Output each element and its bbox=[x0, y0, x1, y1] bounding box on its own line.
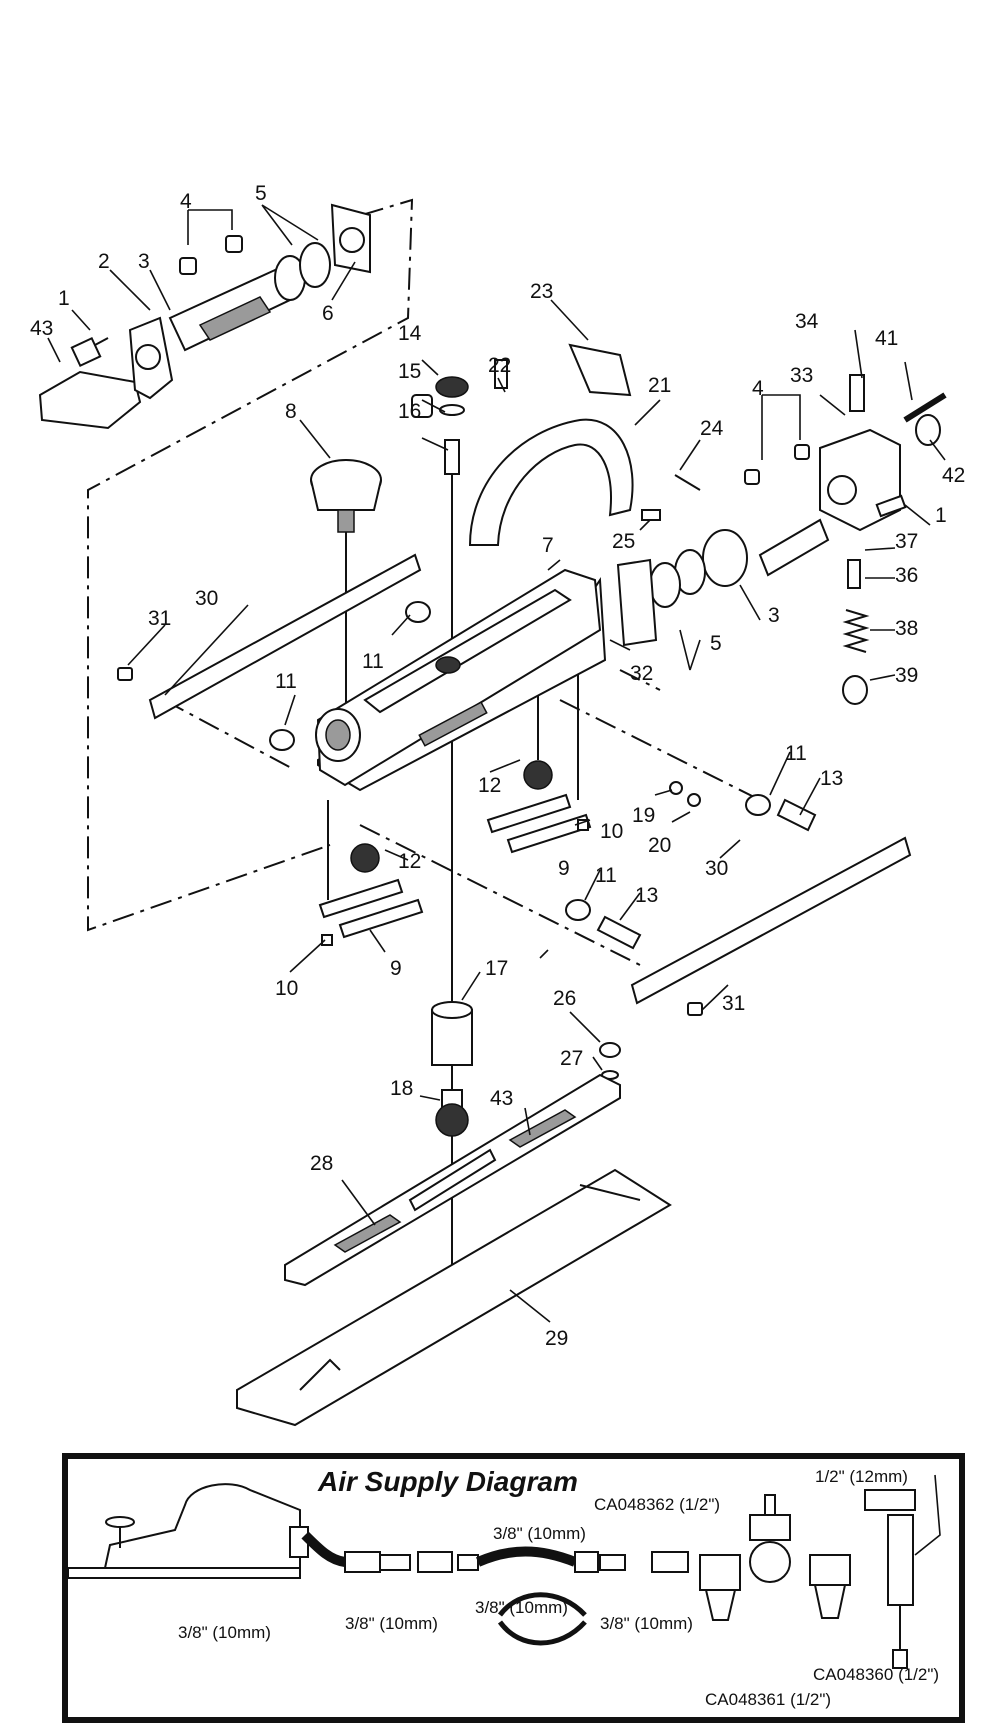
callout-1: 1 bbox=[58, 287, 70, 310]
callout-30b: 30 bbox=[705, 857, 728, 880]
callout-21: 21 bbox=[648, 374, 671, 397]
right-end-assembly bbox=[616, 374, 947, 705]
callout-37: 37 bbox=[895, 530, 918, 553]
callout-9: 9 bbox=[558, 857, 570, 880]
callout-7: 7 bbox=[542, 534, 554, 557]
leader-lines bbox=[47, 204, 946, 1323]
callout-42: 43 bbox=[30, 317, 53, 340]
label-fitting-right: 3/8" (10mm) bbox=[600, 1614, 693, 1633]
callout-43: 43 bbox=[490, 1087, 513, 1110]
callout-12b: 12 bbox=[398, 850, 421, 873]
label-lubricator: CA048360 (1/2") bbox=[813, 1665, 940, 1684]
callout-39: 39 bbox=[895, 664, 918, 687]
callout-3b: 3 bbox=[768, 604, 780, 627]
label-regulator: CA048362 (1/2") bbox=[594, 1495, 721, 1514]
callout-31: 31 bbox=[148, 607, 171, 630]
callout-41: 42 bbox=[942, 464, 965, 487]
label-filter: CA048361 (1/2") bbox=[705, 1690, 832, 1709]
knob-and-pins bbox=[310, 376, 469, 533]
callout-19: 19 bbox=[632, 804, 655, 827]
callout-9b: 9 bbox=[390, 957, 402, 980]
callout-10: 10 bbox=[600, 820, 623, 843]
callout-31b: 31 bbox=[722, 992, 745, 1015]
air-supply-drawing bbox=[67, 1474, 941, 1669]
callout-16: 16 bbox=[398, 400, 421, 423]
callout-27: 27 bbox=[560, 1047, 583, 1070]
platen-and-base bbox=[236, 1073, 672, 1427]
label-hose-top: 3/8" (10mm) bbox=[493, 1524, 586, 1543]
callout-5: 5 bbox=[255, 182, 267, 205]
callout-14: 14 bbox=[398, 322, 422, 345]
callout-5b: 5 bbox=[710, 632, 722, 655]
callout-8: 8 bbox=[285, 400, 297, 423]
air-supply-frame bbox=[62, 1453, 965, 1723]
callout-38: 38 bbox=[895, 617, 918, 640]
callout-4b: 4 bbox=[752, 377, 764, 400]
phantom-outlines bbox=[87, 198, 761, 966]
rails-and-guides bbox=[117, 553, 912, 1016]
callout-17: 17 bbox=[485, 957, 508, 980]
callout-29: 29 bbox=[545, 1327, 568, 1350]
callout-4: 4 bbox=[180, 190, 192, 213]
callout-15: 15 bbox=[398, 360, 421, 383]
callout-18: 18 bbox=[390, 1077, 413, 1100]
callout-33: 33 bbox=[790, 364, 813, 387]
callout-22: 22 bbox=[488, 354, 511, 377]
label-hose-left: 3/8" (10mm) bbox=[178, 1623, 271, 1642]
callout-10b: 10 bbox=[275, 977, 298, 1000]
callout-34: 34 bbox=[795, 310, 819, 333]
callout-11: 11 bbox=[362, 650, 384, 673]
callout-25: 25 bbox=[612, 530, 635, 553]
callout-24: 24 bbox=[700, 417, 724, 440]
callout-11c: 11 bbox=[785, 742, 807, 765]
callout-11b: 11 bbox=[275, 670, 297, 693]
callout-30: 30 bbox=[195, 587, 218, 610]
callout-32: 32 bbox=[630, 662, 653, 685]
callout-13: 13 bbox=[820, 767, 843, 790]
callout-6: 6 bbox=[322, 302, 334, 325]
spindle-parts bbox=[431, 1001, 621, 1137]
label-hose-middle: 3/8" (10mm) bbox=[475, 1598, 568, 1617]
callout-1b: 1 bbox=[935, 504, 947, 527]
housing-assembly bbox=[315, 568, 607, 792]
callout-36: 36 bbox=[895, 564, 918, 587]
air-supply-title: Air Supply Diagram bbox=[318, 1466, 578, 1497]
callout-20: 20 bbox=[648, 834, 671, 857]
callout-2: 2 bbox=[98, 250, 110, 273]
callout-3: 3 bbox=[138, 250, 150, 273]
callout-26: 26 bbox=[553, 987, 576, 1010]
callout-numbers: 1 43 2 3 4 5 6 8 14 15 16 22 23 21 24 25… bbox=[30, 182, 965, 1350]
label-fitting-left: 3/8" (10mm) bbox=[345, 1614, 438, 1633]
callout-23: 23 bbox=[530, 280, 553, 303]
handle-assembly bbox=[468, 343, 701, 546]
callout-13b: 13 bbox=[635, 884, 658, 907]
callout-28: 28 bbox=[310, 1152, 333, 1175]
callout-40: 41 bbox=[875, 327, 898, 350]
left-end-assembly bbox=[38, 203, 371, 430]
callout-12: 12 bbox=[478, 774, 501, 797]
callout-11d: 11 bbox=[595, 864, 617, 887]
label-main-line: 1/2" (12mm) bbox=[815, 1467, 908, 1486]
